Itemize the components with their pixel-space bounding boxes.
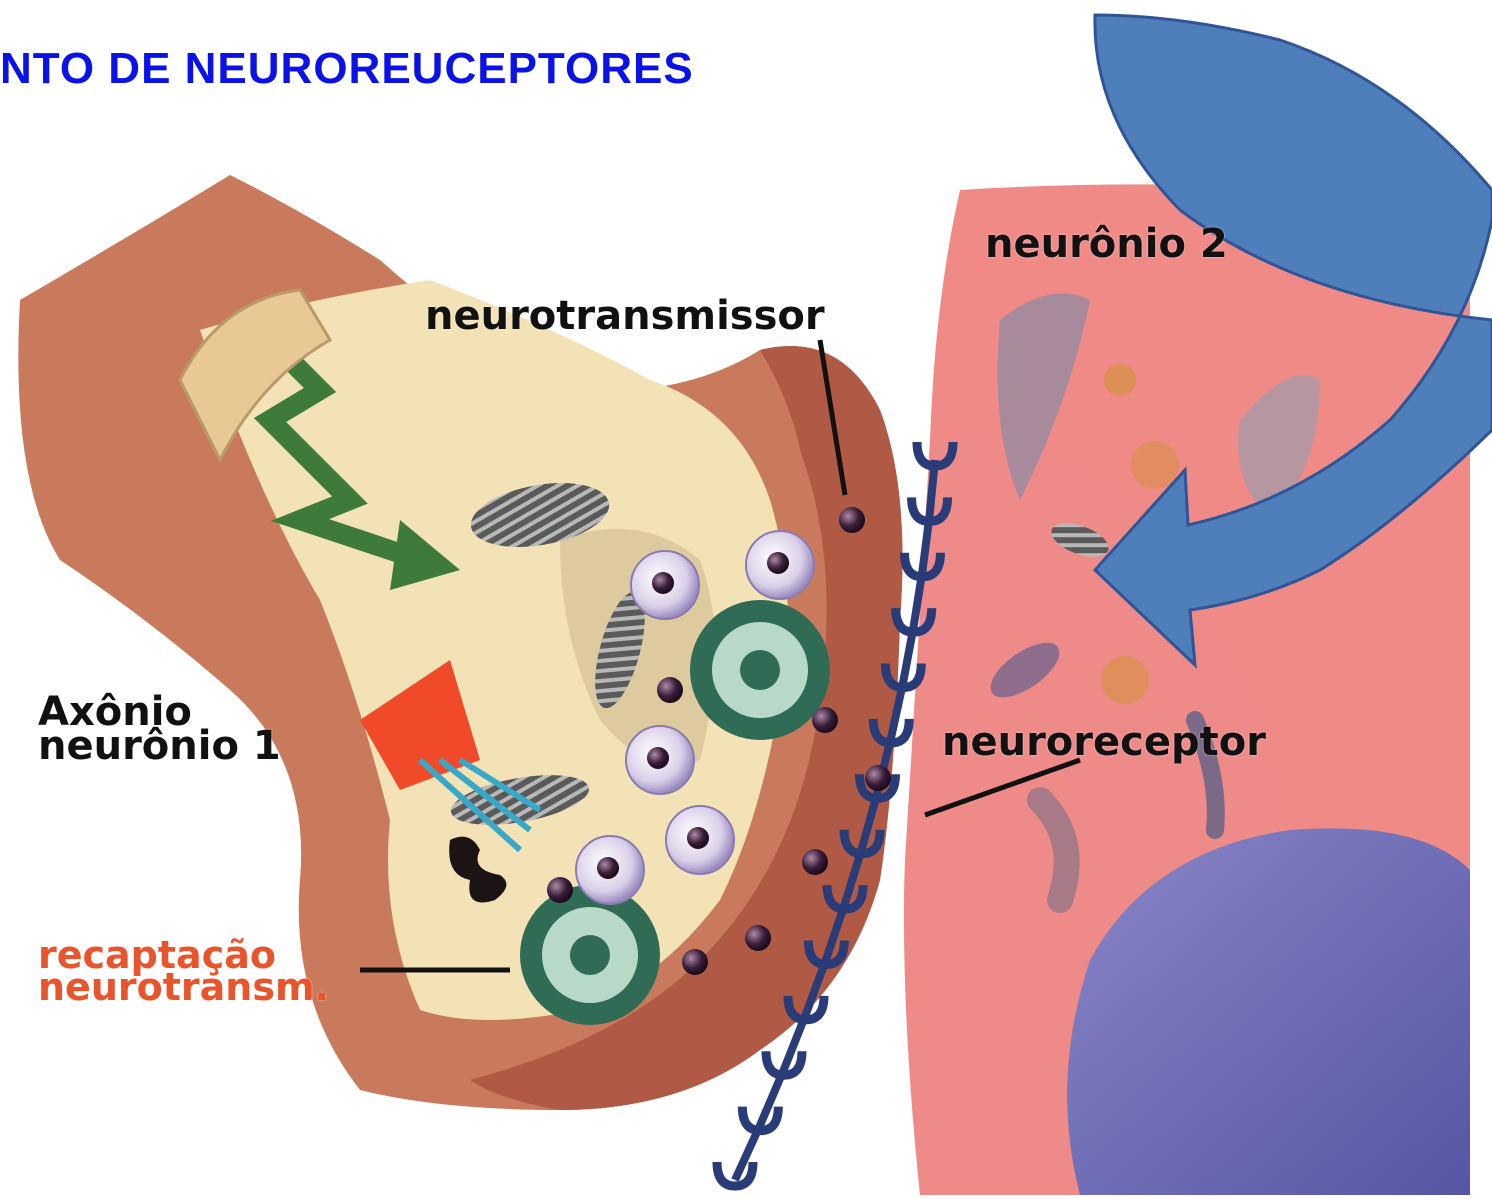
granule <box>1104 364 1136 396</box>
neurotransmitter-dot <box>865 765 891 791</box>
neurotransmitter-dot <box>745 925 771 951</box>
label-axon-line-2: neurônio 1 <box>38 726 281 766</box>
label-reuptake-line-2: neurotransm. <box>38 972 329 1002</box>
transporter-pump <box>520 885 660 1025</box>
label-neuroreceptor: neuroreceptor <box>942 722 1266 762</box>
neurotransmitter-dot <box>547 877 573 903</box>
neurotransmitter-dot <box>812 707 838 733</box>
vesicle-core <box>767 552 789 574</box>
vesicle-core <box>652 572 674 594</box>
neurotransmitter-dot <box>657 677 683 703</box>
granule <box>1131 441 1179 489</box>
transporter-pump <box>690 600 830 740</box>
granule <box>1101 656 1149 704</box>
vesicle-core <box>647 747 669 769</box>
vesicle-core <box>597 857 619 879</box>
label-neurotransmitter: neurotransmissor <box>425 296 825 336</box>
page-title: NTO DE NEUROREUCEPTORES <box>0 44 694 94</box>
neurotransmitter-dot <box>839 507 865 533</box>
label-neuron-2: neurônio 2 <box>985 224 1228 264</box>
neurotransmitter-dot <box>802 849 828 875</box>
neurotransmitter-dot <box>682 949 708 975</box>
vesicle-core <box>687 827 709 849</box>
